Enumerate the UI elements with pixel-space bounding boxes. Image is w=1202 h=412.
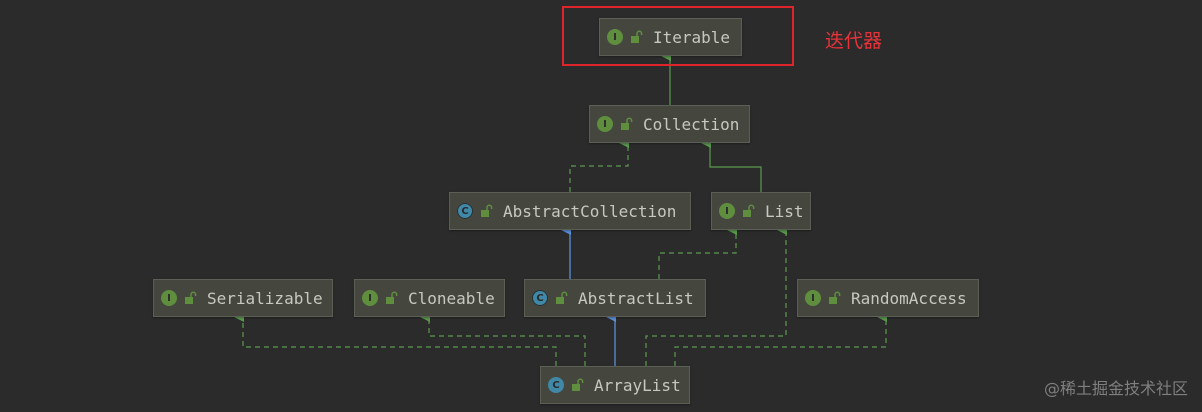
unlock-icon bbox=[481, 204, 493, 217]
interface-icon: I bbox=[607, 29, 623, 45]
node-label: RandomAccess bbox=[851, 288, 967, 308]
edge-abstractcollection-collection bbox=[569, 138, 629, 192]
edge-arraylist-randomaccess bbox=[674, 312, 887, 366]
highlight-box bbox=[562, 6, 794, 66]
node-random-access[interactable]: I RandomAccess bbox=[797, 279, 979, 317]
interface-icon: I bbox=[362, 290, 378, 306]
unlock-icon bbox=[572, 378, 584, 391]
edge-arraylist-list bbox=[645, 225, 787, 366]
node-label: AbstractList bbox=[578, 288, 694, 308]
unlock-icon bbox=[631, 30, 643, 43]
unlock-icon bbox=[743, 204, 755, 217]
interface-icon: I bbox=[161, 290, 177, 306]
unlock-icon bbox=[386, 291, 398, 304]
node-serializable[interactable]: I Serializable bbox=[153, 279, 333, 317]
unlock-icon bbox=[621, 117, 633, 130]
abstract-class-icon: C bbox=[532, 290, 548, 306]
abstract-class-icon: C bbox=[457, 203, 473, 219]
edge-arraylist-serializable bbox=[234, 312, 557, 366]
node-label: Cloneable bbox=[408, 288, 495, 308]
node-label: Serializable bbox=[207, 288, 323, 308]
node-label: Collection bbox=[643, 114, 740, 134]
node-label: List bbox=[765, 201, 804, 221]
node-array-list[interactable]: C ArrayList bbox=[540, 366, 690, 404]
annotation-label: 迭代器 bbox=[825, 30, 883, 52]
node-label: Iterable bbox=[653, 27, 731, 47]
interface-icon: I bbox=[805, 290, 821, 306]
class-icon: C bbox=[548, 377, 564, 393]
node-collection[interactable]: I Collection bbox=[589, 105, 750, 143]
interface-icon: I bbox=[597, 116, 613, 132]
node-list[interactable]: I List bbox=[711, 192, 811, 230]
node-label: ArrayList bbox=[594, 375, 681, 395]
node-abstract-collection[interactable]: C AbstractCollection bbox=[449, 192, 691, 230]
watermark: @稀土掘金技术社区 bbox=[1043, 379, 1188, 398]
unlock-icon bbox=[829, 291, 841, 304]
unlock-icon bbox=[185, 291, 197, 304]
unlock-icon bbox=[556, 291, 568, 304]
node-label: AbstractCollection bbox=[503, 201, 677, 221]
interface-icon: I bbox=[719, 203, 735, 219]
edge-list-collection bbox=[701, 138, 762, 192]
node-iterable[interactable]: I Iterable bbox=[599, 18, 742, 56]
edge-abstractlist-list bbox=[658, 225, 737, 279]
node-abstract-list[interactable]: C AbstractList bbox=[524, 279, 706, 317]
node-cloneable[interactable]: I Cloneable bbox=[354, 279, 505, 317]
edge-arraylist-cloneable bbox=[420, 312, 586, 366]
